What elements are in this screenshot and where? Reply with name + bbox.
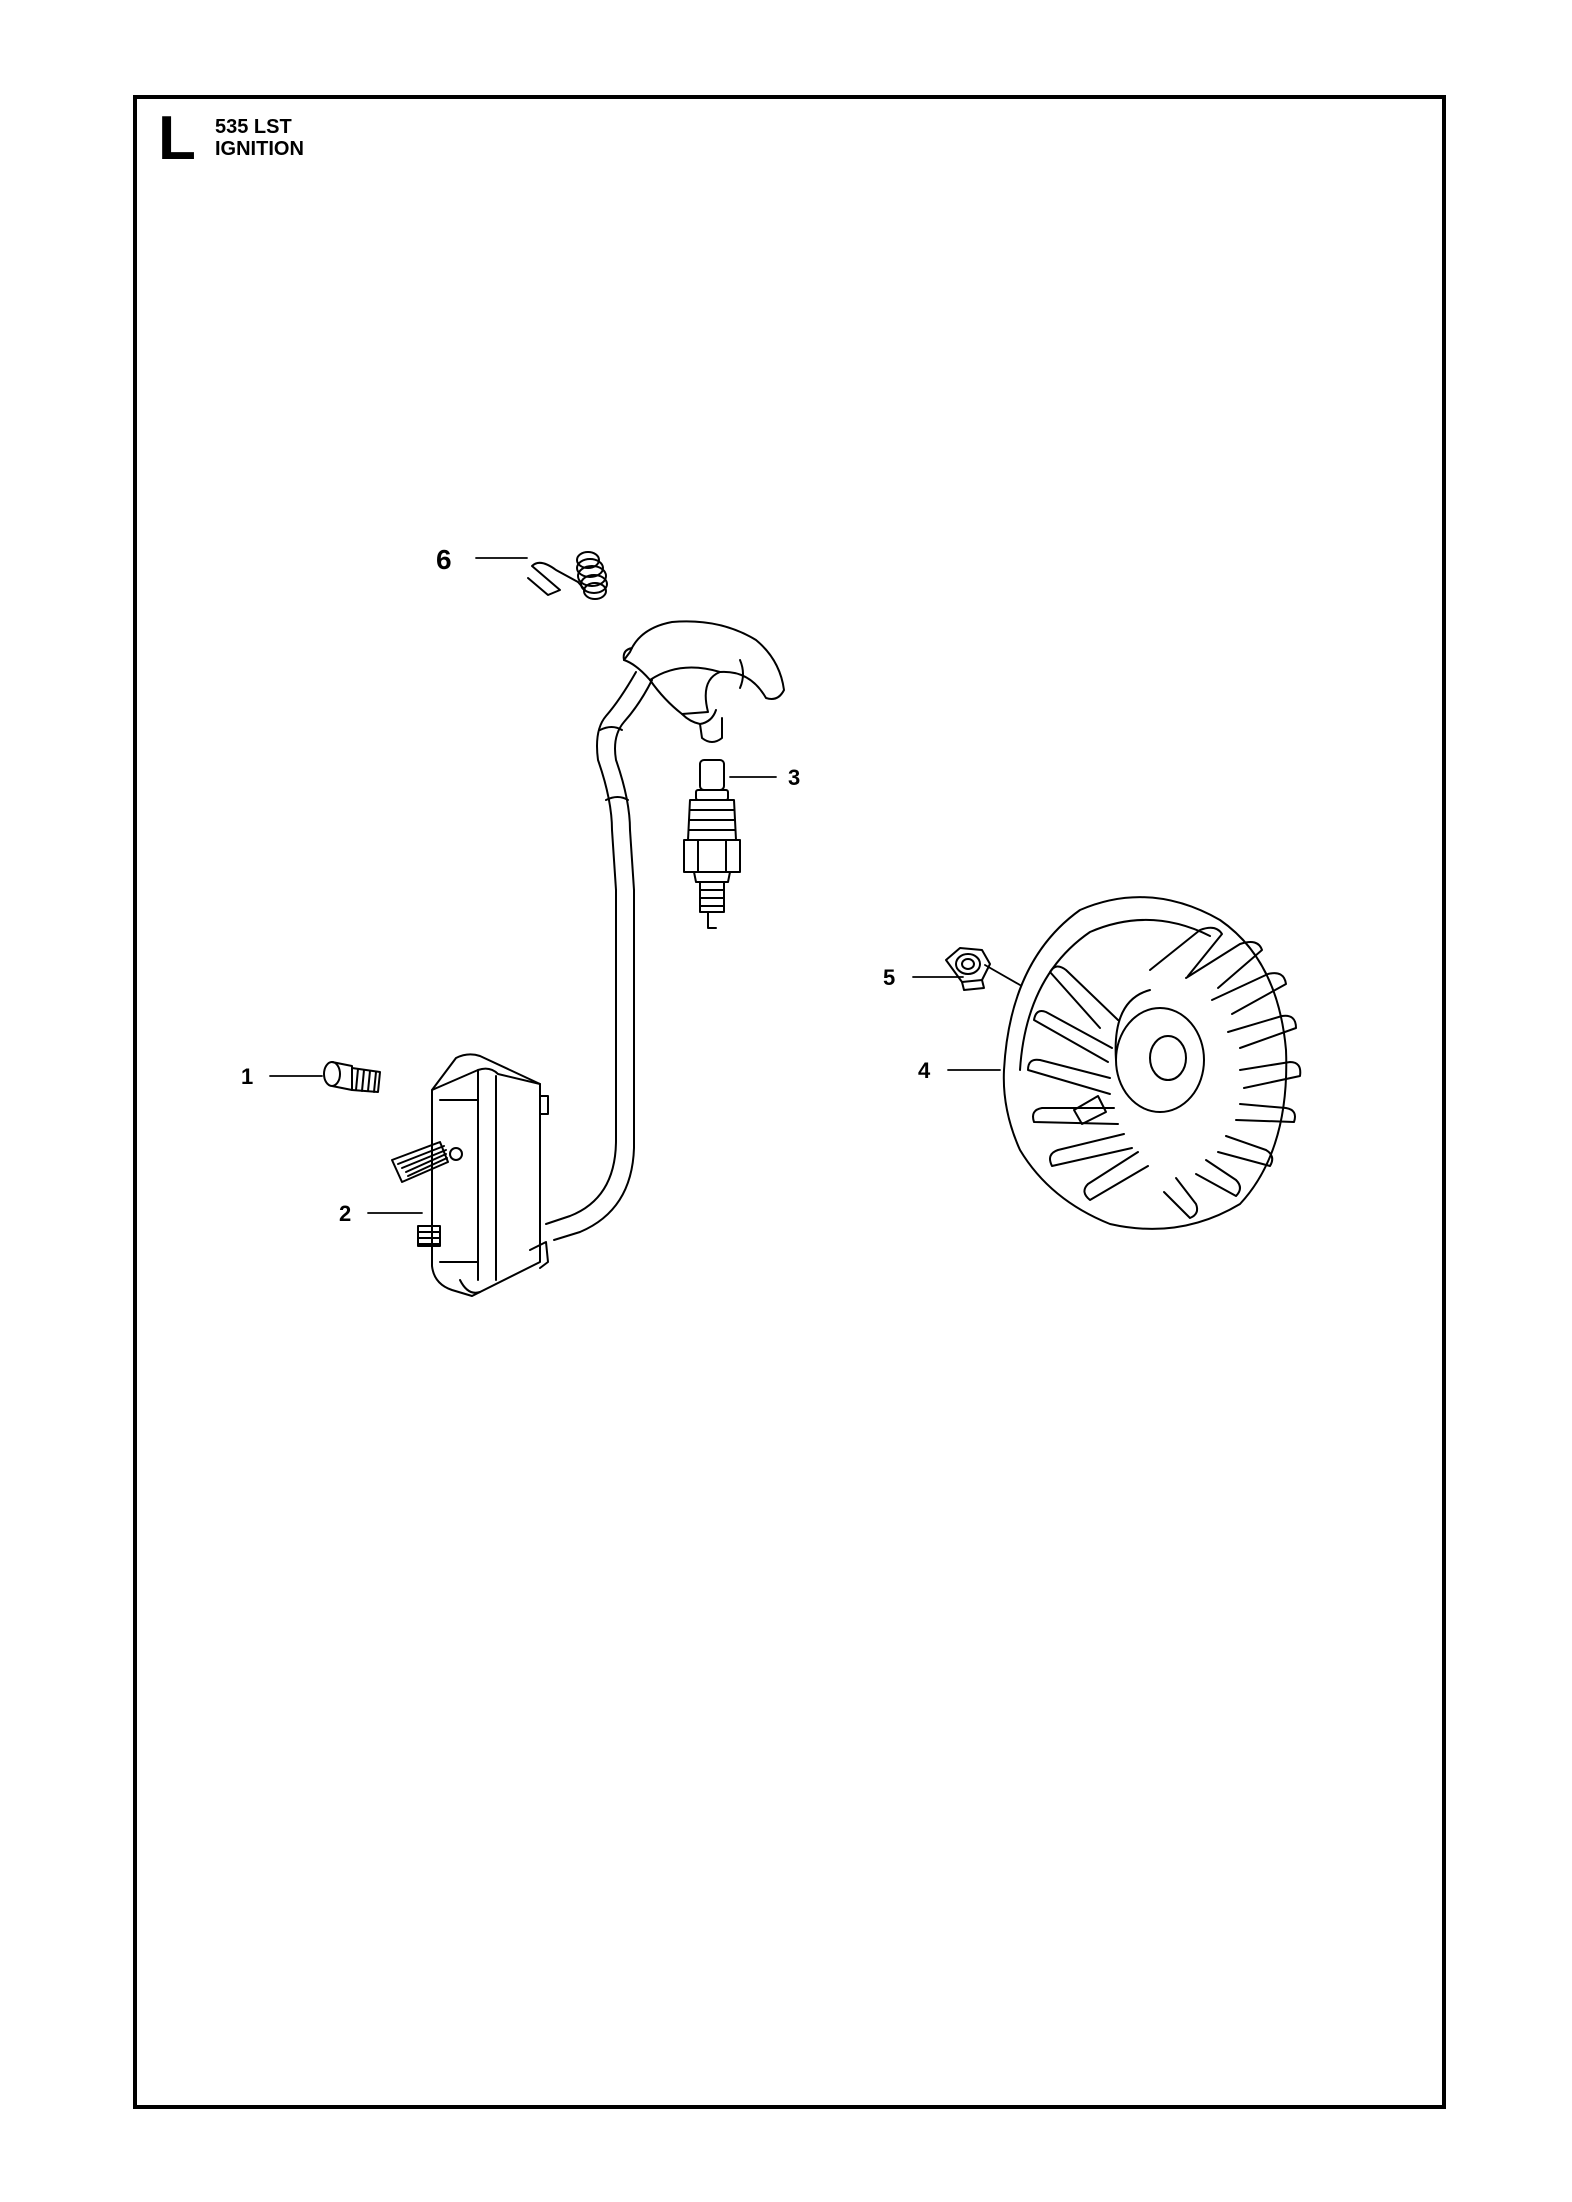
leader-line-5b	[984, 964, 1021, 986]
section-letter: L	[158, 104, 196, 173]
callout-4: 4	[918, 1058, 931, 1083]
model-name: 535 LST	[215, 116, 292, 138]
page-frame	[133, 95, 1446, 2109]
flywheel-nut-part	[945, 947, 991, 991]
leader-lines	[269, 557, 1021, 1214]
ht-lead-cable	[545, 671, 653, 1241]
screw-part	[323, 1061, 381, 1093]
title-block: 535 LST IGNITION	[215, 116, 304, 160]
callout-2: 2	[339, 1201, 352, 1226]
spark-plug-part	[683, 759, 741, 929]
callout-6: 6	[436, 544, 452, 575]
callout-5: 5	[883, 965, 896, 990]
callout-3: 3	[788, 765, 801, 790]
flywheel-part	[1002, 896, 1302, 1230]
spark-plug-cap	[622, 620, 785, 743]
callout-1: 1	[241, 1064, 254, 1089]
section-title: IGNITION	[215, 138, 304, 160]
ignition-module-part	[391, 1053, 549, 1297]
spring-clip-part	[527, 551, 608, 600]
